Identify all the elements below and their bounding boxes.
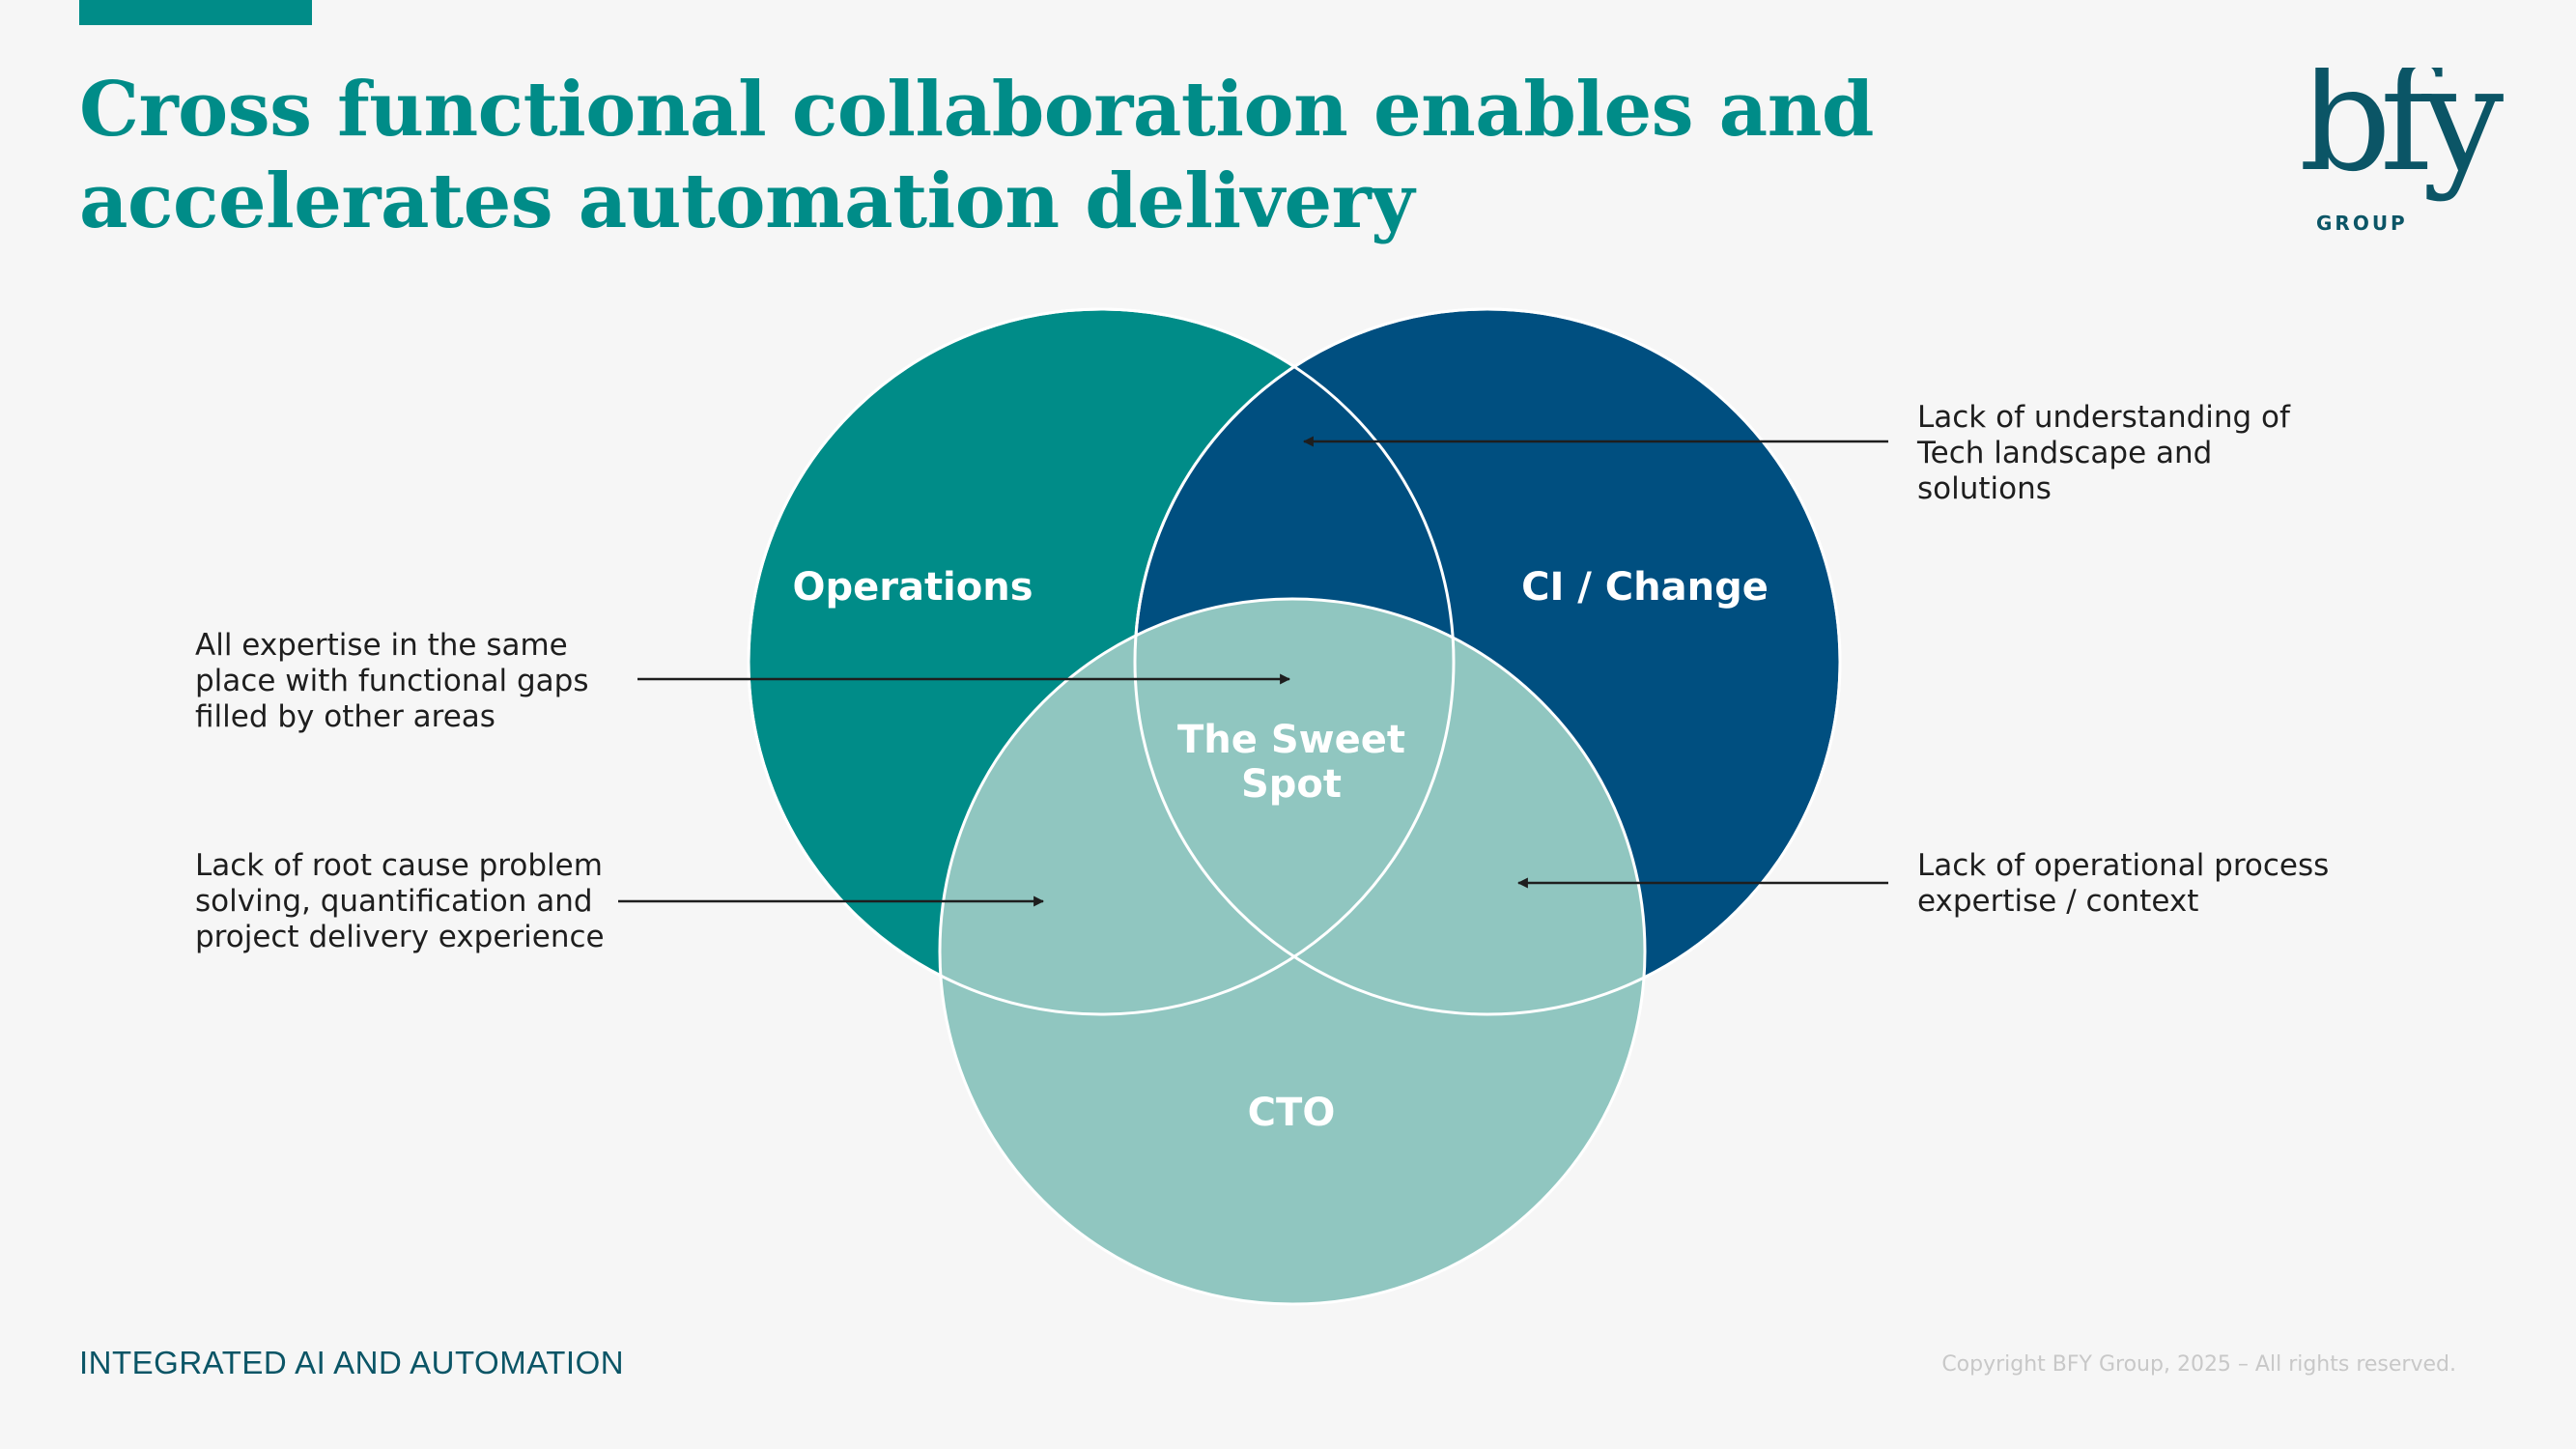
label-cto: CTO xyxy=(1248,1091,1336,1135)
label-ci-change: CI / Change xyxy=(1521,565,1769,610)
page-title: Cross functional collaboration enables a… xyxy=(79,66,1874,245)
callout-tech-gap: Lack of understanding of Tech landscape … xyxy=(1917,400,2290,506)
footer-copyright: Copyright BFY Group, 2025 – All rights r… xyxy=(1941,1352,2456,1377)
outline-operations xyxy=(747,307,1456,1016)
accent-bar xyxy=(79,0,312,25)
callout-root-cause: Lack of root cause problem solving, quan… xyxy=(195,848,605,954)
label-sweet-spot-line1: The Sweet xyxy=(1177,718,1405,762)
footer-section-name: INTEGRATED AI AND AUTOMATION xyxy=(79,1345,625,1380)
outline-ci-change xyxy=(1133,307,1842,1016)
callout-ops-process: Lack of operational process expertise / … xyxy=(1917,848,2330,919)
bfy-group-logo: bfy GROUP xyxy=(2299,68,2511,235)
logo-mark: bfy xyxy=(2299,68,2505,204)
logo-sub: GROUP xyxy=(2316,212,2408,235)
label-operations: Operations xyxy=(792,565,1033,610)
circle-cto xyxy=(938,597,1647,1306)
label-sweet-spot-line2: Spot xyxy=(1241,762,1342,807)
callout-all-expertise: All expertise in the same place with fun… xyxy=(195,628,589,734)
